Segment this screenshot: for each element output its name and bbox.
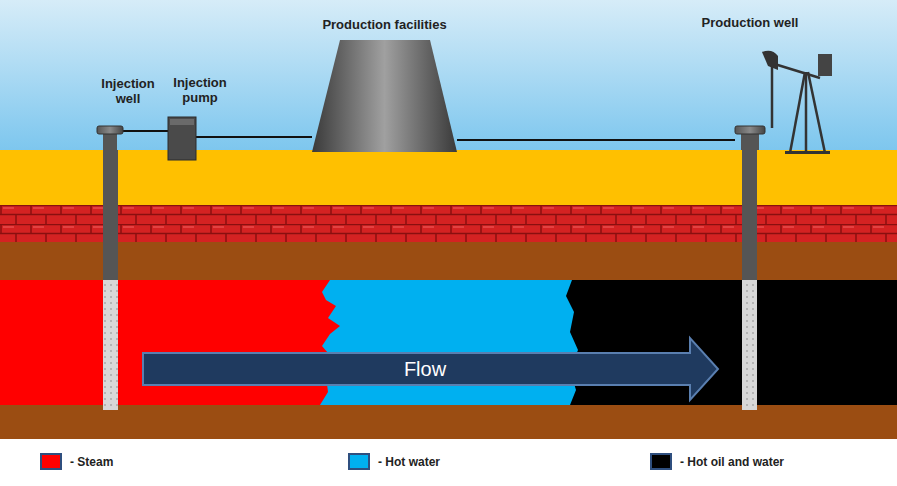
legend-entry: - Hot oil and water [650,453,784,470]
pipeline [196,136,312,138]
component-label: Production well [680,15,820,30]
legend-swatch [40,453,62,470]
pipeline [123,130,168,132]
cap-outline [97,126,123,150]
flow-label: Flow [404,358,446,380]
legend-entry: - Hot water [348,453,440,470]
component-label: Production facilities [285,17,485,32]
component-label: Injection well [95,76,161,106]
box-outline [168,117,196,160]
injection-pump: Injection pump [168,117,196,160]
pipeline [457,139,735,141]
cap-outline [735,126,765,150]
trap-outline [312,40,457,152]
injection-wellhead: Injection well [97,126,123,150]
legend-entry: - Steam [40,453,113,470]
component-label: Injection pump [167,75,233,105]
legend-swatch [348,453,370,470]
legend-text: - Hot oil and water [680,455,784,469]
production-wellhead: Production well [735,126,765,150]
legend-text: - Hot water [378,455,440,469]
legend-swatch [650,453,672,470]
production-facilities: Production facilities [312,40,457,152]
legend-text: - Steam [70,455,113,469]
